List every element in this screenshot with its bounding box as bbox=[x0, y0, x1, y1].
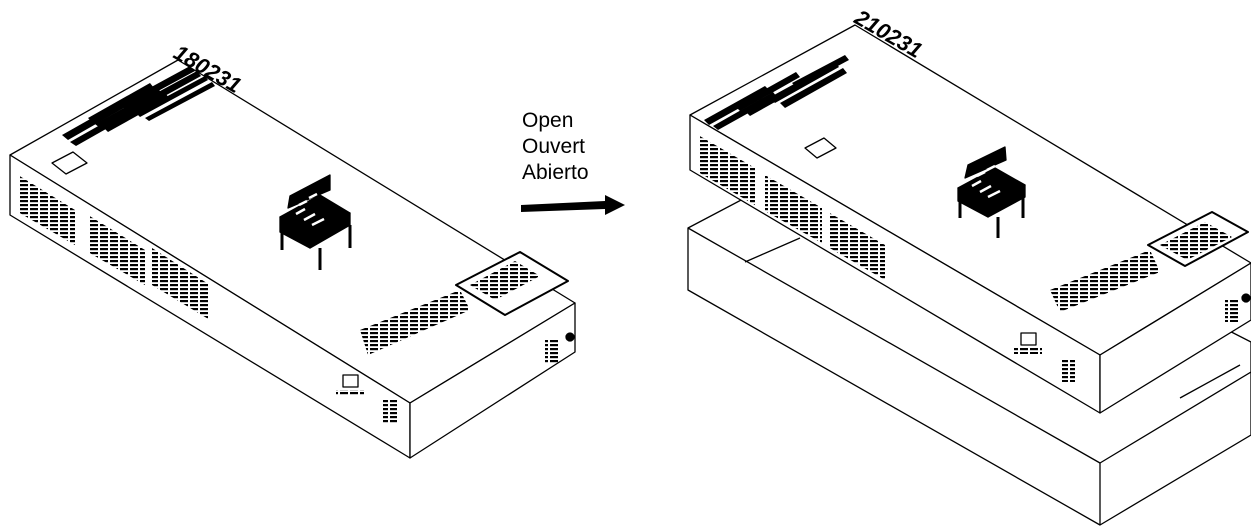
lid-recycle-icon bbox=[1014, 332, 1042, 354]
open-instruction: Open Ouvert Abierto bbox=[522, 108, 589, 186]
open-arrow bbox=[521, 195, 625, 215]
lid-side-text-2 bbox=[1225, 300, 1238, 322]
lid-seat-icon bbox=[957, 146, 1026, 238]
closed-box-side bbox=[409, 302, 576, 459]
instruction-french: Ouvert bbox=[522, 135, 586, 158]
side-text-2 bbox=[545, 340, 559, 364]
lid-window bbox=[804, 137, 837, 159]
info-panel bbox=[455, 251, 569, 316]
recycle-icon bbox=[336, 374, 364, 396]
lid-front-label-text bbox=[698, 135, 885, 280]
box-lid bbox=[689, 24, 1251, 414]
side-text bbox=[383, 400, 397, 424]
instruction-english: Open bbox=[522, 109, 574, 132]
closed-box: 180231 bbox=[9, 40, 576, 459]
lid-side-text bbox=[1062, 360, 1075, 382]
closed-box-window bbox=[51, 151, 88, 175]
seat-icon bbox=[279, 174, 352, 270]
top-label-text bbox=[62, 66, 215, 146]
front-label-text bbox=[18, 175, 210, 320]
lid-warning-text bbox=[1050, 250, 1160, 312]
side-dot bbox=[565, 332, 575, 342]
lid-top-label-text bbox=[704, 55, 849, 130]
open-box: 210231 bbox=[687, 4, 1251, 526]
warning-text bbox=[360, 290, 470, 355]
lid-info-panel bbox=[1147, 211, 1249, 267]
instruction-spanish: Abierto bbox=[522, 161, 589, 184]
lid-side-dot bbox=[1241, 293, 1251, 303]
